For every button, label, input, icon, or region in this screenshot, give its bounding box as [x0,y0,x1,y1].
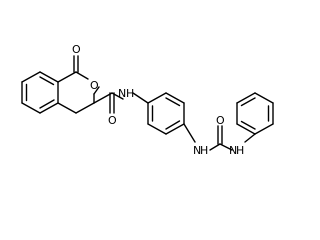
benzo-ring [21,71,59,114]
atom-n-urea-right: N [229,144,237,157]
atom-o-amide: O [108,114,117,127]
atom-o-lactone-carbonyl: O [72,43,81,56]
atom-h-urea-right: H [236,144,244,157]
atom-labels: O O O N H N H N H O [72,43,244,157]
urea-group [183,123,256,151]
structure-drawing: O O O N H N H N H O [21,43,274,157]
molecule-canvas: O O O N H N H N H O [21,43,274,157]
atom-h-amide: H [126,87,134,100]
atom-n-amide: N [118,87,126,100]
phenyl-ring [236,92,274,135]
atom-o-urea: O [216,114,225,127]
lactone-ring [57,55,100,114]
atom-o-ring: O [90,79,99,92]
atom-h-urea-left: H [200,144,208,157]
phenylene-ring [147,92,185,135]
amide-group [93,92,149,114]
atom-n-urea-left: N [193,144,201,157]
